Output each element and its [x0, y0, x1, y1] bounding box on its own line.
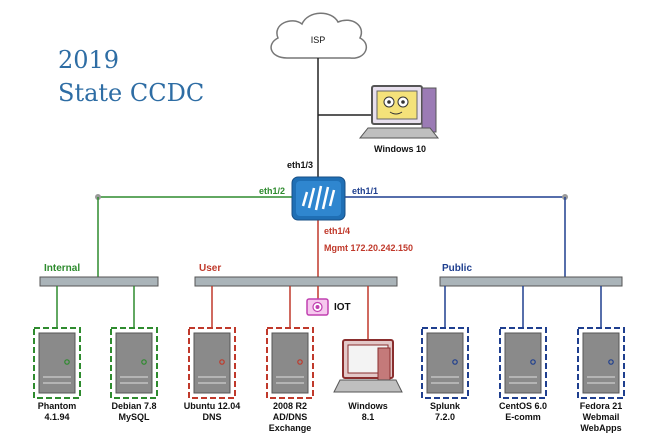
- isp-cloud: [270, 12, 368, 59]
- isp-label: ISP: [310, 35, 326, 45]
- port-eth1-2: eth1/2: [259, 186, 286, 196]
- iot-label: IOT: [334, 302, 351, 313]
- user-switch: [194, 276, 398, 287]
- windows-10-label: Windows 10: [374, 144, 426, 154]
- public-switch: [439, 276, 623, 287]
- port-eth1-1: eth1/1: [352, 186, 379, 196]
- title-year: 2019: [58, 46, 120, 74]
- host-drops: [56, 286, 602, 340]
- port-eth1-4: eth1/4: [324, 226, 351, 236]
- port-eth1-3: eth1/3: [287, 160, 314, 170]
- desktop-computer-icon: [333, 339, 403, 393]
- windows-10-computer-icon: [358, 85, 440, 139]
- firewall-icon: [291, 176, 346, 221]
- segment-user-label: User: [199, 263, 222, 274]
- server-tower-icon: [421, 327, 469, 399]
- server-tower-icon: [499, 327, 547, 399]
- server-tower-icon: [266, 327, 314, 399]
- iot-camera-icon: [306, 298, 329, 316]
- server-tower-icon: [33, 327, 81, 399]
- segment-internal-label: Internal: [44, 263, 81, 274]
- server-tower-icon: [110, 327, 158, 399]
- segment-public-label: Public: [442, 263, 473, 274]
- title-event: State CCDC: [58, 79, 205, 107]
- server-tower-icon: [188, 327, 236, 399]
- mgmt-address: Mgmt 172.20.242.150: [324, 243, 414, 253]
- server-tower-icon: [577, 327, 625, 399]
- internal-switch: [39, 276, 159, 287]
